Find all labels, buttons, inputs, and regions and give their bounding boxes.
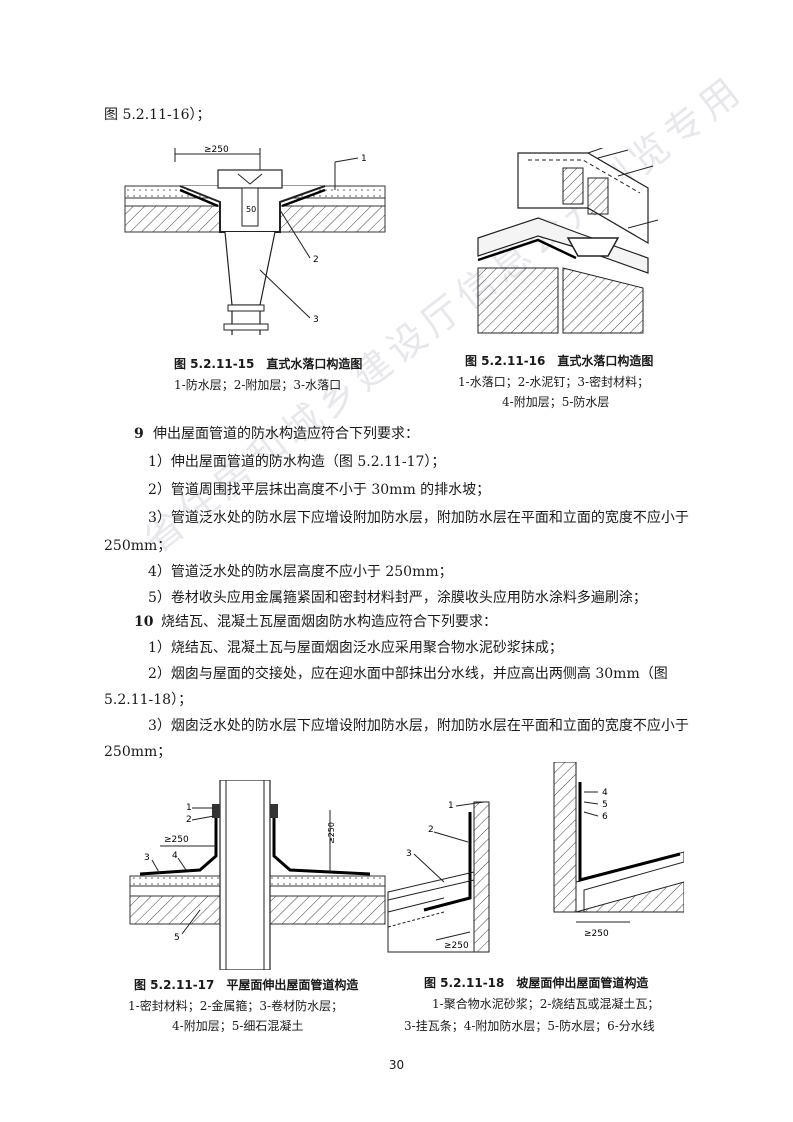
fig17-legend-line-1: 1-密封材料；2-金属箍；3-卷材防水层； [128,999,344,1013]
figure-5-2-11-18-drawing: ≥250 1 2 3 ≥250 4 5 6 [387,762,684,953]
fig17-callout-1: 1 [186,803,192,813]
fig15-dimension-label: ≥250 [204,145,229,155]
item-9-sub-3-cont: 250mm； [104,538,172,554]
fig18-callout-6: 6 [602,812,608,822]
fig17-dimension-label: ≥250 [164,835,189,845]
fig18-legend-line-1: 1-聚合物水泥砂浆；2-烧结瓦或混凝土瓦； [432,997,660,1011]
fig18-right-dimension: ≥250 [584,929,609,939]
item-10-sub-2: 2）烟囱与屋面的交接处，应在迎水面中部抹出分水线，并应高出两侧高 30mm（图 [148,666,668,682]
figure-5-2-11-16-drawing [477,148,659,334]
item-9-sub-5: 5）卷材收头应用金属箍紧固和密封材料封严，涂膜收头应用防水涂料多遍刷涂； [148,590,647,606]
item-9-heading: 伸出屋面管道的防水构造应符合下列要求： [153,426,419,442]
fig15-caption: 图 5.2.11-15 直式水落口构造图 [174,357,363,371]
page-number: 30 [388,1058,405,1072]
fig18-callout-3: 3 [406,849,412,859]
fig16-legend-line-2: 4-附加层；5-防水层 [502,395,610,409]
item-9-sub-1: 1）伸出屋面管道的防水构造（图 5.2.11-17）； [148,454,446,470]
fig18-callout-5: 5 [602,800,608,810]
fig15-callout-1: 1 [361,154,367,164]
item-9-sub-4: 4）管道泛水处的防水层高度不应小于 250mm； [148,564,453,580]
figure-5-2-11-15-drawing: ≥250 50 1 2 3 [124,145,386,335]
fig17-caption: 图 5.2.11-17 平屋面伸出屋面管道构造 [134,978,359,992]
fig15-callout-2: 2 [313,255,319,265]
item-9-sub-3: 3）管道泛水处的防水层下应增设附加防水层，附加防水层在平面和立面的宽度不应小于 [148,510,689,526]
fig18-left-dimension: ≥250 [444,941,469,951]
fig17-callout-3: 3 [144,853,150,863]
item-9-number: 9 [134,426,144,442]
fig15-dim2-label: 50 [246,205,256,214]
fig18-callout-1: 1 [448,801,454,811]
item-10-heading: 烧结瓦、混凝土瓦屋面烟囱防水构造应符合下列要求： [161,614,497,630]
item-10-sub-2-cont: 5.2.11-18）； [104,692,193,708]
fig18-legend-line-2: 3-挂瓦条；4-附加防水层；5-防水层；6-分水线 [404,1019,655,1033]
item-9-sub-2: 2）管道周围找平层抹出高度不小于 30mm 的排水坡； [148,482,491,498]
figure-5-2-11-17-drawing: ≥250 ≥250 1 2 3 4 5 [129,780,386,970]
fig17-callout-2: 2 [186,815,192,825]
fig18-callout-2: 2 [428,825,434,835]
item-10-number: 10 [134,614,154,630]
fig17-vertical-dimension: ≥250 [327,822,336,844]
fig15-legend: 1-防水层；2-附加层；3-水落口 [174,378,342,392]
item-10-sub-1: 1）烧结瓦、混凝土瓦与屋面烟囱泛水应采用聚合物水泥砂浆抹成； [148,640,563,656]
item-10-sub-3-cont: 250mm； [104,744,172,760]
fig16-legend-line-1: 1-水落口；2-水泥钉；3-密封材料； [458,375,650,389]
fig18-callout-4: 4 [602,788,608,798]
fig17-callout-5: 5 [174,933,180,943]
top-reference-text: 图 5.2.11-16）； [104,107,211,123]
fig16-caption: 图 5.2.11-16 直式水落口构造图 [465,354,654,368]
fig17-legend-line-2: 4-附加层；5-细石混凝土 [172,1019,304,1033]
fig18-caption: 图 5.2.11-18 坡屋面伸出屋面管道构造 [424,976,649,990]
fig17-callout-4: 4 [172,851,178,861]
fig15-callout-3: 3 [313,315,319,325]
item-10-sub-3: 3）烟囱泛水处的防水层下应增设附加防水层，附加防水层在平面和立面的宽度不应小于 [148,718,689,734]
